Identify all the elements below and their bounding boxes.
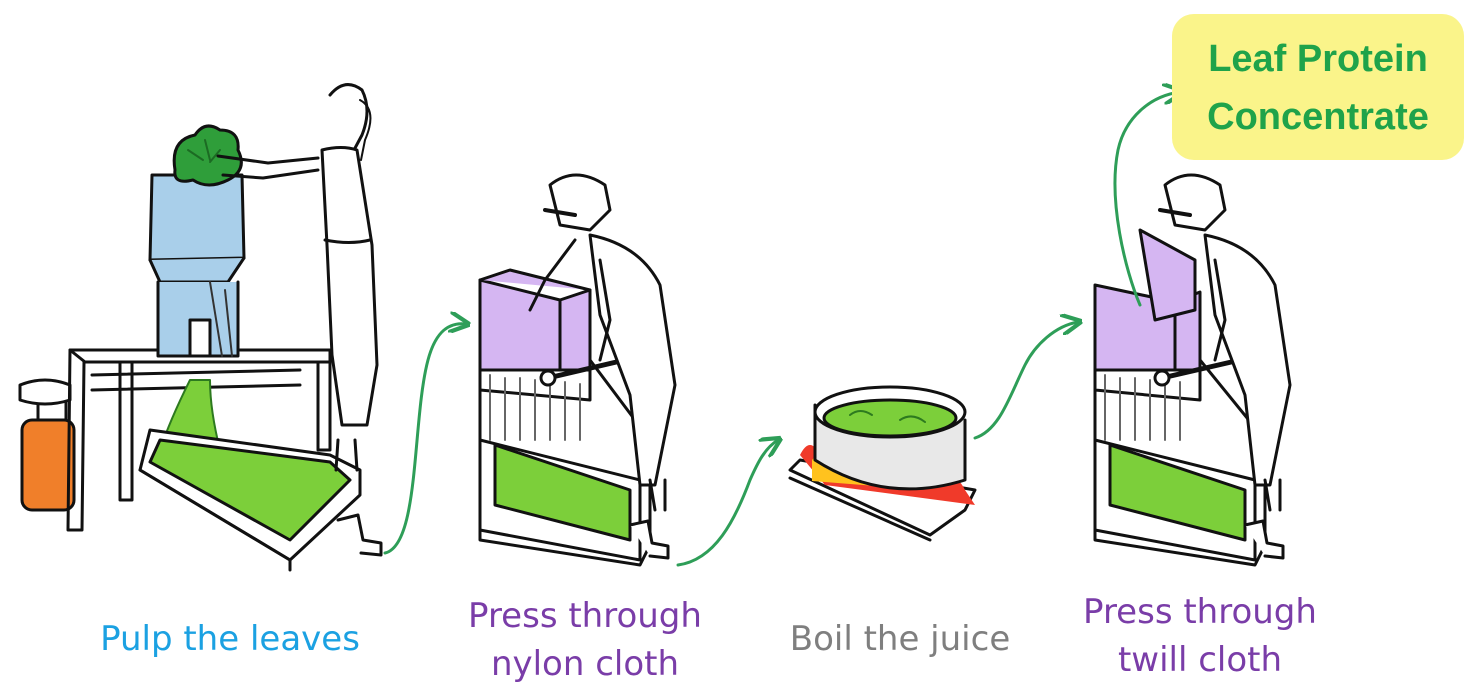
leaf-pulper-illustration [18,83,383,572]
nylon-press-illustration [478,173,677,567]
step-caption-nylon-press: Press through nylon cloth [420,592,750,688]
flow-arrow-icon [973,322,1078,440]
result-label: Leaf Protein Concentrate [1172,30,1464,146]
flow-arrows [383,92,1180,567]
step-caption-line: nylon cloth [490,644,680,684]
boiling-pot-illustration [788,385,977,542]
step-caption-boil: Boil the juice [789,619,1011,659]
flow-arrow-icon [1113,92,1180,307]
result-label-line2: Concentrate [1207,96,1429,138]
flow-arrow-icon [383,324,466,555]
step-caption-line: Press through [1083,592,1317,632]
step-caption-line: Press through [468,596,702,636]
gas-cylinder-icon [18,378,76,512]
twill-press-illustration [1093,173,1292,567]
step-caption-twill-press: Press through twill cloth [1030,588,1370,684]
step-caption-line: twill cloth [1117,640,1283,680]
step-caption-pulp: Pulp the leaves [100,619,360,659]
flow-arrow-icon [676,440,778,567]
result-label-line1: Leaf Protein [1208,38,1428,80]
result-highlight [1172,14,1464,160]
